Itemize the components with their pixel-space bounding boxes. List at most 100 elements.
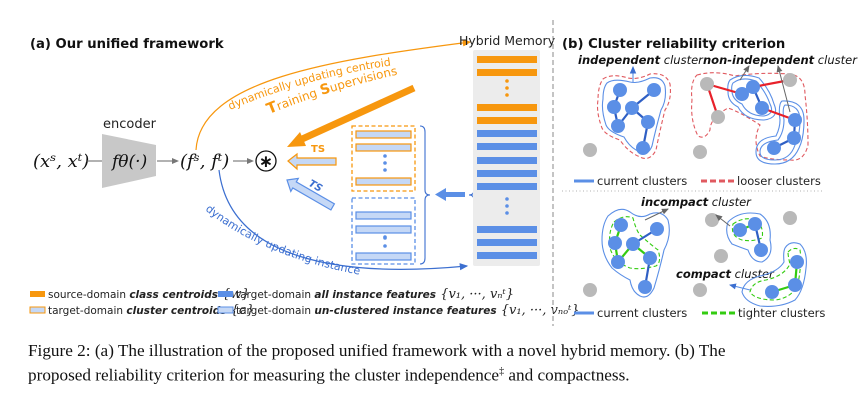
nonindependent-cluster-label: non-independent cluster [703,53,858,67]
current-cluster-outline [741,242,807,307]
cluster-point [787,131,801,145]
clusters-bottom [583,208,807,307]
encoder-trapezoid [102,134,156,188]
legend-item: target-domain all instance features {v₁,… [218,287,514,302]
panel-a-title: (a) Our unified framework [30,37,225,52]
ellipsis-dot [383,244,387,248]
memory-class-centroid-bar [477,69,537,76]
caption-line-1: Figure 2: (a) The illustration of the pr… [28,341,726,360]
cluster-centroid-bars [355,130,412,186]
cluster-point [790,255,804,269]
cluster-point [735,87,749,101]
ellipsis-dot [383,236,387,240]
cluster-centroid-bar [355,177,412,186]
cluster-point [748,217,762,231]
cluster-point [733,223,747,237]
memory-class-centroid-bar [477,117,537,124]
cluster-point [611,255,625,269]
training-supervisions-arrow [287,84,416,147]
hybrid-memory-bars [477,56,537,259]
memory-instance-bar [477,226,537,233]
legend-swatch [29,306,46,314]
cluster-point [608,236,622,250]
cluster-point [647,83,661,97]
outlier-point [783,73,797,87]
instance-update-label: dynamically updating instance [203,202,361,278]
legend-swatch [30,291,45,297]
outlier-point [693,283,707,297]
encoder-label: encoder [103,117,157,132]
unclustered-instance-bars [355,211,412,261]
legend-label: target-domain cluster centroids {c} [48,303,254,318]
cluster-point [650,222,664,236]
cluster-centroids-box [351,125,416,192]
looser-cluster-outline [596,73,671,159]
ts-orange-label: TS [311,144,325,155]
cluster-point [638,280,652,294]
unclustered-instances-box [351,197,416,265]
cluster-centroid-bar [355,130,412,139]
cluster-point [788,278,802,292]
legend-panel-a: source-domain class centroids {w}target-… [29,287,580,318]
cluster-point [755,101,769,115]
figure-caption: Figure 2: (a) The illustration of the pr… [28,340,838,386]
memory-to-boxes-arrow [435,188,465,201]
legend-label: target-domain all instance features {v₁,… [236,287,514,302]
cluster-centroid-bar [355,143,412,152]
current-cluster-outline [726,212,772,263]
cluster-point [641,115,655,129]
cluster-point [746,80,760,94]
memory-class-centroid-bar [477,56,537,63]
caption-footnote-mark: ‡ [499,366,505,377]
cluster-point [765,285,779,299]
legend-swatch [217,306,234,314]
compact-cluster-label: compact cluster [676,267,775,281]
cluster-point [767,141,781,155]
legend-tighter: tighter clusters [738,306,825,320]
cluster-point [613,83,627,97]
compact-pointer-arrow [729,283,751,291]
independent-cluster-label: independent cluster [578,53,704,67]
memory-instance-bar [477,183,537,190]
legend-label: source-domain class centroids {w} [48,287,250,302]
instance-update-arrow [218,169,469,271]
incompact-cluster-label: incompact cluster [641,195,752,209]
legend-item: target-domain un-clustered instance feat… [217,303,580,318]
current-cluster-outline [755,100,805,165]
clusters-top [583,65,809,165]
outlier-point [693,145,707,159]
cluster-point [754,243,768,257]
memory-instance-bar [477,143,537,150]
memory-instance-bar [477,157,537,164]
memory-ellipsis-dot [505,211,509,215]
features-label: (fˢ, fᵗ) [180,151,229,172]
operator-circle [255,150,277,172]
memory-class-centroid-bar [477,104,537,111]
ellipsis-dot [383,168,387,172]
legend-item: source-domain class centroids {w} [30,287,250,302]
legend-label: target-domain un-clustered instance feat… [236,303,580,318]
memory-ellipsis-dot [505,79,509,83]
memory-instance-bar [477,170,537,177]
centroid-update-arrow [195,39,472,151]
memory-instance-bar [477,252,537,259]
input-label: (xˢ, xᵗ) [33,151,89,172]
outlier-point [700,77,714,91]
outlier-point [583,283,597,297]
outlier-point [583,143,597,157]
legend-swatch [218,291,233,297]
cluster-point [614,218,628,232]
incompact-pointer-arrow [715,214,731,227]
hybrid-memory-label: Hybrid Memory [459,33,556,48]
boxes-brace [419,125,431,265]
caption-line-2-text: proposed reliability criterion for measu… [28,365,500,385]
outlier-point [711,110,725,124]
tighter-cluster-outline [749,247,802,301]
tighter-cluster-outline [731,218,764,242]
cluster-point [788,113,802,127]
outlier-point [714,249,728,263]
encoder-function: fθ(·) [110,152,147,172]
operator-icon: ∗ [259,152,273,172]
unclustered-instance-bar [355,211,412,220]
ts-blue-arrow [286,177,336,211]
